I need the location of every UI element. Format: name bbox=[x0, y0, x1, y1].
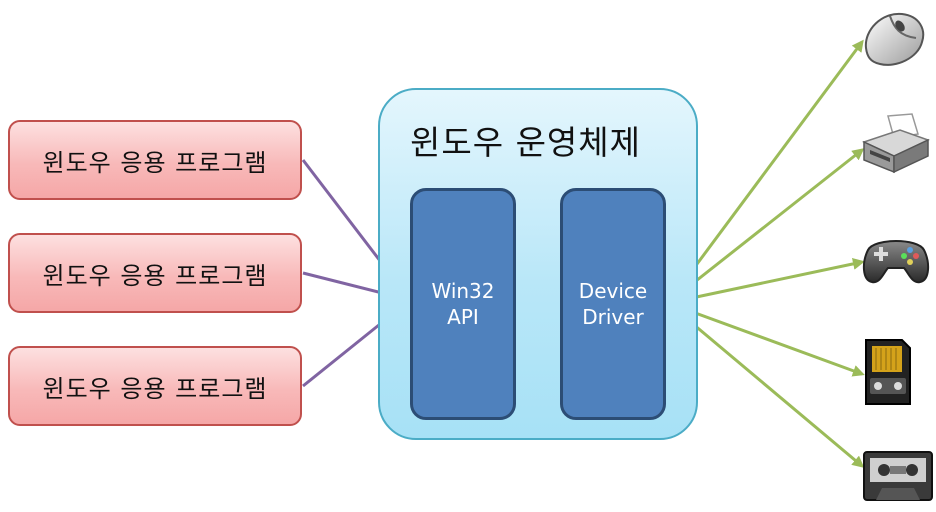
gamepad-connector bbox=[667, 257, 865, 305]
app-box-3: 윈도우 응용 프로그램 bbox=[8, 346, 302, 426]
app-box-2: 윈도우 응용 프로그램 bbox=[8, 233, 302, 313]
printer-connector bbox=[667, 148, 865, 305]
printer-icon bbox=[861, 113, 930, 174]
device-driver-box: Device Driver bbox=[560, 188, 666, 420]
mouse-connector bbox=[666, 39, 864, 304]
mouse-icon bbox=[864, 12, 925, 66]
win32-api-box: Win32 API bbox=[410, 188, 516, 420]
app-box-1: 윈도우 응용 프로그램 bbox=[8, 120, 302, 200]
gamepad-icon bbox=[862, 240, 930, 284]
cassette-tape-icon bbox=[863, 451, 933, 501]
app-label-3: 윈도우 응용 프로그램 bbox=[42, 374, 268, 403]
win32-api-label: Win32 API bbox=[431, 279, 495, 329]
memory-card-icon bbox=[865, 339, 911, 405]
os-title: 윈도우 운영체제 bbox=[410, 123, 642, 162]
app-label-2: 윈도우 응용 프로그램 bbox=[42, 261, 268, 290]
app-label-1: 윈도우 응용 프로그램 bbox=[42, 148, 268, 177]
memory-card-connector bbox=[667, 301, 865, 377]
cassette-connector bbox=[667, 301, 865, 468]
os-box: 윈도우 운영체제 Win32 API Device Driver bbox=[378, 88, 698, 440]
device-driver-label: Device Driver bbox=[578, 279, 648, 329]
